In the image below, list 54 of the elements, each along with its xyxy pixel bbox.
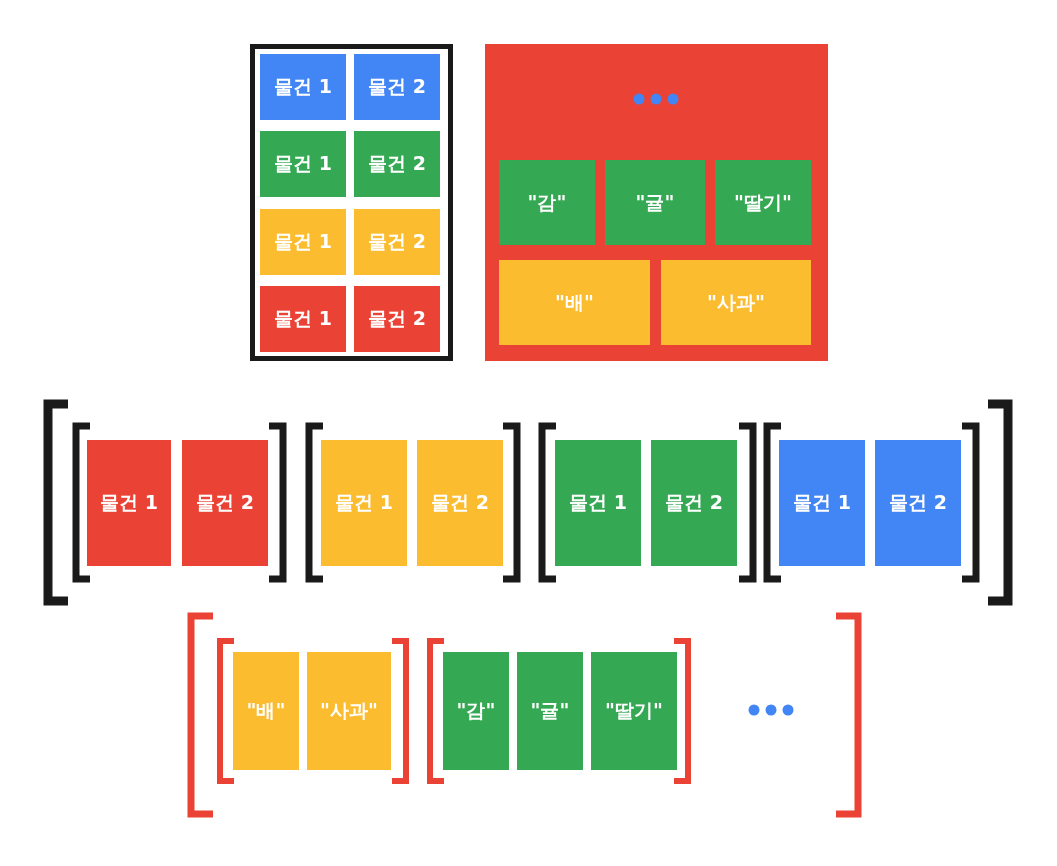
item-label: "귤" [530,698,570,723]
item-label: "사과" [320,698,378,723]
item-card [354,131,440,197]
item-label: 물건 1 [100,490,158,515]
item-card [260,286,346,352]
item-card [354,286,440,352]
item-label: 물건 1 [335,490,393,515]
item-card [715,160,811,245]
item-card [517,652,583,770]
item-card [443,652,509,770]
item-label: 물건 2 [665,490,723,515]
item-card [591,652,677,770]
item-label: 물건 1 [274,229,332,254]
item-card [875,440,961,566]
item-card [87,440,171,566]
item-label: "배" [555,289,594,315]
item-card [605,160,705,245]
item-card [499,260,650,345]
item-card [260,131,346,197]
item-label: 물건 2 [431,490,489,515]
item-card [260,209,346,275]
item-card [779,440,865,566]
item-label: "귤" [635,189,675,215]
item-card [651,440,737,566]
item-label: "사과" [707,289,765,315]
item-label: 물건 2 [368,306,426,331]
item-label: "딸기" [605,698,663,723]
item-card [182,440,268,566]
item-card [260,54,346,120]
item-label: 물건 2 [196,490,254,515]
item-card [307,652,391,770]
item-card [321,440,407,566]
item-label: "감" [527,189,567,215]
item-label: 물건 1 [274,74,332,99]
item-label: 물건 1 [793,490,851,515]
item-label: 물건 2 [889,490,947,515]
item-label: 물건 2 [368,74,426,99]
item-card [555,440,641,566]
item-label: "배" [246,698,286,723]
item-card [499,160,595,245]
container-frame [250,44,453,361]
item-card [233,652,299,770]
item-card [661,260,811,345]
item-card [417,440,503,566]
container-panel [485,44,828,361]
item-label: "딸기" [734,189,792,215]
item-card [354,209,440,275]
item-label: 물건 1 [569,490,627,515]
item-label: 물건 2 [368,229,426,254]
item-label: "감" [456,698,496,723]
item-label: 물건 1 [274,306,332,331]
item-label: 물건 1 [274,151,332,176]
item-card [354,54,440,120]
item-label: 물건 2 [368,151,426,176]
